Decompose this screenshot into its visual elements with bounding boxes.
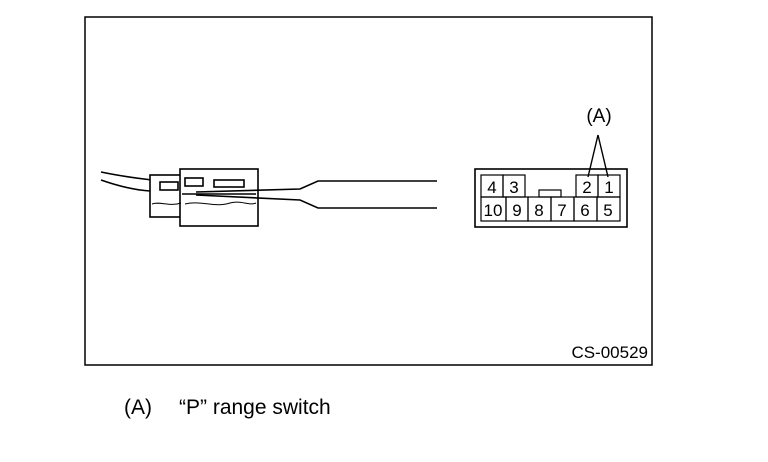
tester-probe <box>195 180 437 209</box>
pin-label: 5 <box>603 201 612 220</box>
caption-text: “P” range switch <box>179 396 331 419</box>
connector-face <box>474 168 628 228</box>
caption-key: (A) <box>124 396 152 419</box>
callout-leader <box>587 134 609 178</box>
pin-label: 2 <box>582 178 591 197</box>
pin-label: 9 <box>512 201 521 220</box>
pin-numbers: 4 3 2 1 10 9 8 7 6 5 <box>484 178 614 220</box>
pin-label: 3 <box>509 178 518 197</box>
pin-label: 6 <box>580 201 589 220</box>
pin-label: 8 <box>534 201 543 220</box>
harness-wires <box>100 171 153 192</box>
figure-code: CS-00529 <box>571 343 648 362</box>
pin-label: 7 <box>557 201 566 220</box>
callout-label: (A) <box>586 106 611 127</box>
pin-label: 1 <box>604 178 613 197</box>
figure-caption: (A) “P” range switch <box>124 396 331 420</box>
pin-label: 10 <box>484 201 503 220</box>
pin-label: 4 <box>487 178 496 197</box>
